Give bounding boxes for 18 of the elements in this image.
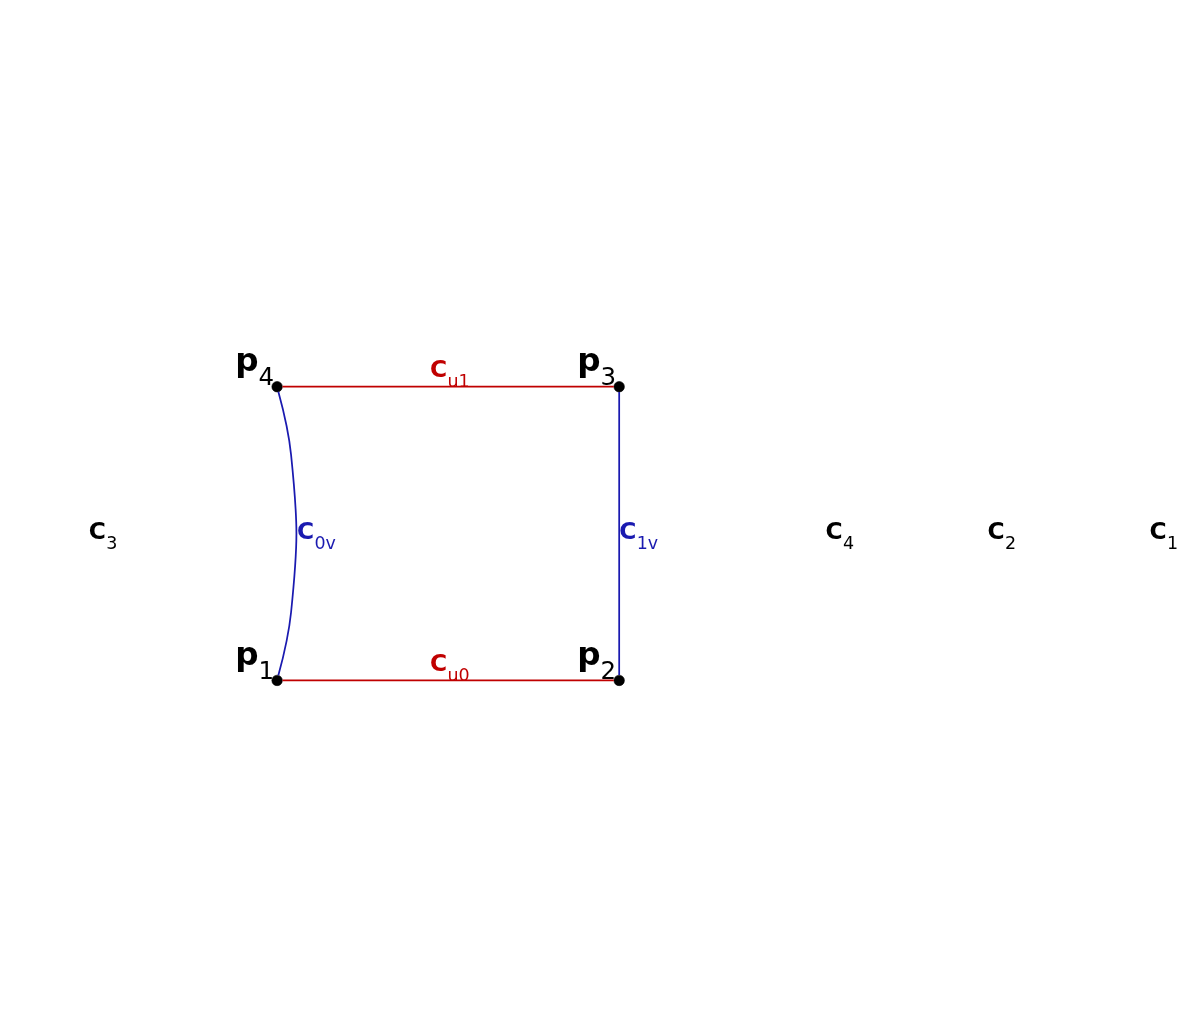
- node-circle: [271, 381, 283, 393]
- label: C$_{2}$: [987, 516, 1017, 553]
- node-label: p$_{1}$: [235, 634, 275, 686]
- node-label: p$_{3}$: [577, 340, 617, 392]
- connector: [618, 391, 621, 676]
- node-circle: [613, 381, 625, 393]
- node-circle: [613, 674, 625, 686]
- connector: [281, 385, 615, 388]
- node-label: p$_{4}$: [235, 340, 275, 392]
- edge-label: C$_{0v}$: [296, 516, 336, 553]
- connector: [277, 390, 298, 677]
- node-circle: [271, 674, 283, 686]
- edge-label: C$_{1v}$: [619, 516, 659, 553]
- label: C$_{4}$: [825, 516, 855, 553]
- label: C$_{1}$: [1149, 516, 1179, 553]
- node-label: p$_{2}$: [577, 634, 617, 686]
- connector: [281, 679, 615, 682]
- label: C$_{3}$: [88, 516, 118, 553]
